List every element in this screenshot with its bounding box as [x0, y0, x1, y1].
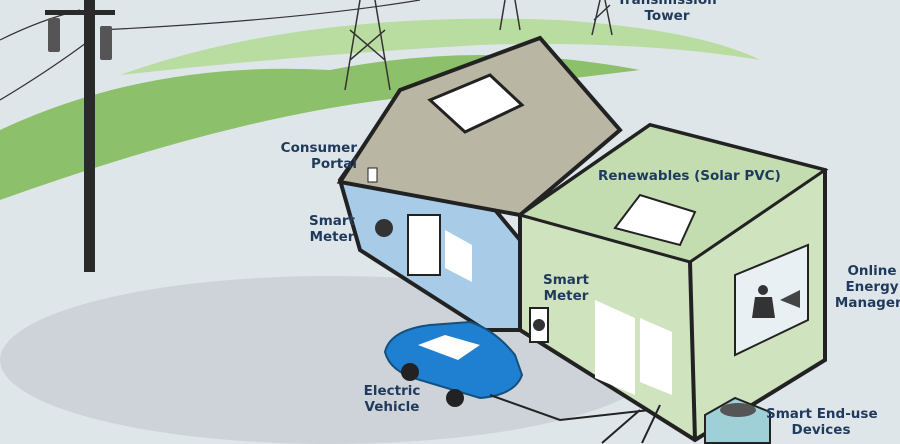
solar-panel — [613, 193, 697, 247]
smart-meter-dial — [533, 319, 545, 331]
green-house-roof — [516, 123, 829, 264]
charging-cable — [489, 394, 661, 444]
smart-meter — [375, 219, 393, 237]
window — [445, 230, 472, 282]
label-line: Electric — [363, 383, 421, 399]
label-line: Portal — [310, 156, 357, 172]
car-wheel — [401, 363, 419, 381]
utility-pole — [84, 0, 95, 272]
window — [640, 318, 672, 395]
transformer — [48, 18, 60, 52]
pole-crossarm — [45, 10, 115, 15]
label-smart-meter-green: Smart Meter — [531, 272, 601, 304]
label-line: Consumer — [280, 140, 357, 156]
label-online-energy-management: Online Energy Managem — [822, 263, 900, 311]
label-renewables: Renewables (Solar PVC) — [598, 168, 781, 184]
label-line: Transmission — [617, 0, 717, 8]
transmission-tower — [344, 0, 613, 91]
car-window — [418, 335, 480, 360]
door — [595, 300, 635, 395]
label-line: Meter — [543, 288, 589, 304]
label-line: Meter — [309, 229, 355, 245]
label-smart-end-use-devices: Smart End-use Devices — [766, 406, 878, 438]
door — [407, 214, 441, 276]
smart-device-fan — [720, 403, 756, 417]
label-consumer-portal: Consumer Portal — [240, 140, 357, 172]
label-line: Tower — [644, 8, 690, 24]
label-line: Smart End-use — [766, 406, 878, 422]
label-transmission-tower: Transmission Tower — [612, 0, 722, 24]
label-line: Vehicle — [364, 399, 420, 415]
laptop — [780, 290, 800, 308]
label-line: Smart — [308, 213, 355, 229]
skylight — [427, 73, 525, 134]
label-line: Devices — [791, 422, 851, 438]
label-line: Energy — [845, 279, 899, 295]
car-wheel — [446, 389, 464, 407]
label-line: Online — [847, 263, 897, 279]
label-electric-vehicle: Electric Vehicle — [352, 383, 432, 415]
label-smart-meter-blue: Smart Meter — [297, 213, 367, 245]
consumer-portal-device — [367, 167, 378, 183]
label-line: Smart — [542, 272, 589, 288]
label-line: Managem — [834, 295, 900, 311]
house-edge — [688, 261, 697, 441]
transformer — [100, 26, 112, 60]
person — [758, 285, 768, 295]
green-hill-light — [120, 18, 760, 75]
green-hill — [0, 55, 640, 200]
person — [752, 297, 775, 318]
